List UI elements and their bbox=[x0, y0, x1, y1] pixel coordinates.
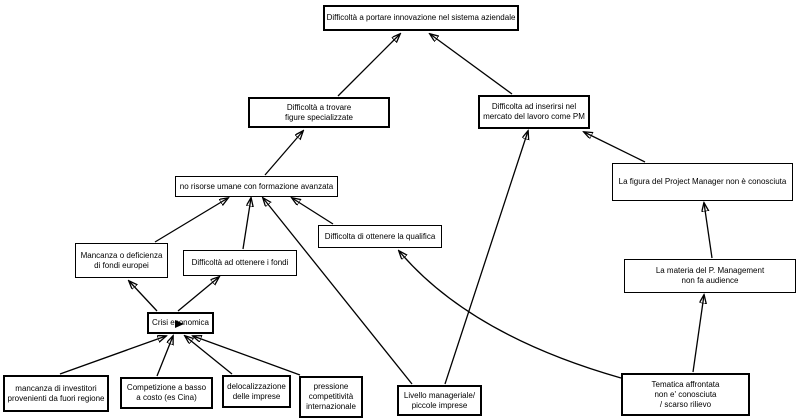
node-label: Difficoltà a portare innovazione nel sis… bbox=[326, 13, 516, 22]
edge-n13-n10[interactable] bbox=[185, 336, 233, 375]
edge-n7-n4[interactable] bbox=[154, 198, 228, 243]
node-tematica-affrontata[interactable]: Tematica affrontata non e' conosciuta / … bbox=[621, 373, 750, 416]
node-figura-pm-non-conosciuta[interactable]: La figura del Project Manager non è cono… bbox=[612, 163, 793, 201]
node-label: La figura del Project Manager non è cono… bbox=[618, 177, 787, 186]
node-label: La materia del P. Management non fa audi… bbox=[655, 266, 765, 285]
edge-n6-n4[interactable] bbox=[292, 198, 334, 225]
node-ottenere-qualifica[interactable]: Difficolta di ottenere la qualifica bbox=[318, 225, 442, 248]
edge-n15-n3[interactable] bbox=[444, 131, 528, 385]
edge-n3-n1[interactable] bbox=[430, 34, 513, 95]
node-label: Difficolta di ottenere la qualifica bbox=[324, 231, 436, 241]
node-label: Livello manageriale/ piccole imprese bbox=[403, 390, 476, 410]
node-materia-pm-non-fa-audience[interactable]: La materia del P. Management non fa audi… bbox=[624, 259, 796, 293]
node-label: pressione competitività internazionale bbox=[306, 382, 356, 411]
node-label: Difficoltà ad ottenere i fondi bbox=[191, 258, 289, 267]
node-innovazione-sistema-aziendale[interactable]: Difficoltà a portare innovazione nel sis… bbox=[323, 5, 519, 31]
edge-n11-n10[interactable] bbox=[59, 336, 166, 375]
edge-n9-n5[interactable] bbox=[704, 203, 713, 259]
edge-n12-n10[interactable] bbox=[156, 336, 173, 377]
edge-n15-n4[interactable] bbox=[263, 198, 413, 385]
node-mancanza-investitori[interactable]: mancanza di investitori provenienti da f… bbox=[3, 375, 109, 412]
node-label: Difficoltà a trovare figure specializzat… bbox=[284, 102, 354, 122]
node-mancanza-fondi-europei[interactable]: Mancanza o deficienza di fondi europei bbox=[75, 243, 168, 278]
node-delocalizzazione-imprese[interactable]: delocalizzazione delle imprese bbox=[222, 375, 291, 408]
node-label: mancanza di investitori provenienti da f… bbox=[7, 383, 105, 403]
node-livello-manageriale[interactable]: Livello manageriale/ piccole imprese bbox=[397, 385, 482, 416]
edge-n16-n6[interactable] bbox=[399, 251, 622, 379]
stray-arrowhead-icon bbox=[175, 320, 184, 328]
node-label: Difficolta ad inserirsi nel mercato del … bbox=[483, 102, 585, 121]
node-inserirsi-mercato-pm[interactable]: Difficolta ad inserirsi nel mercato del … bbox=[478, 95, 590, 129]
edge-n5-n3[interactable] bbox=[584, 132, 646, 163]
node-competizione-basso-costo[interactable]: Competizione a basso a costo (es Cina) bbox=[120, 377, 213, 409]
node-trovare-figure-specializzate[interactable]: Difficoltà a trovare figure specializzat… bbox=[248, 97, 390, 128]
node-label: Mancanza o deficienza di fondi europei bbox=[80, 250, 163, 270]
node-crisi-economica[interactable]: Crisi economica bbox=[147, 312, 214, 334]
node-label: Competizione a basso a costo (es Cina) bbox=[126, 383, 207, 402]
node-no-risorse-umane[interactable]: no risorse umane con formazione avanzata bbox=[175, 176, 338, 197]
node-ottenere-fondi[interactable]: Difficoltà ad ottenere i fondi bbox=[183, 250, 297, 276]
edge-n14-n10[interactable] bbox=[193, 336, 301, 376]
edge-n8-n4[interactable] bbox=[242, 198, 251, 250]
node-label: Crisi economica bbox=[152, 318, 209, 327]
node-pressione-competitivita[interactable]: pressione competitività internazionale bbox=[299, 376, 363, 418]
edge-n4-n2[interactable] bbox=[264, 131, 303, 176]
edge-n10-n7[interactable] bbox=[129, 281, 158, 312]
node-label: Tematica affrontata non e' conosciuta / … bbox=[651, 379, 720, 409]
edge-n16-n9[interactable] bbox=[692, 295, 704, 373]
edge-n10-n8[interactable] bbox=[177, 277, 219, 312]
node-label: delocalizzazione delle imprese bbox=[227, 381, 286, 401]
node-label: no risorse umane con formazione avanzata bbox=[179, 181, 334, 191]
edge-n2-n1[interactable] bbox=[337, 34, 400, 97]
